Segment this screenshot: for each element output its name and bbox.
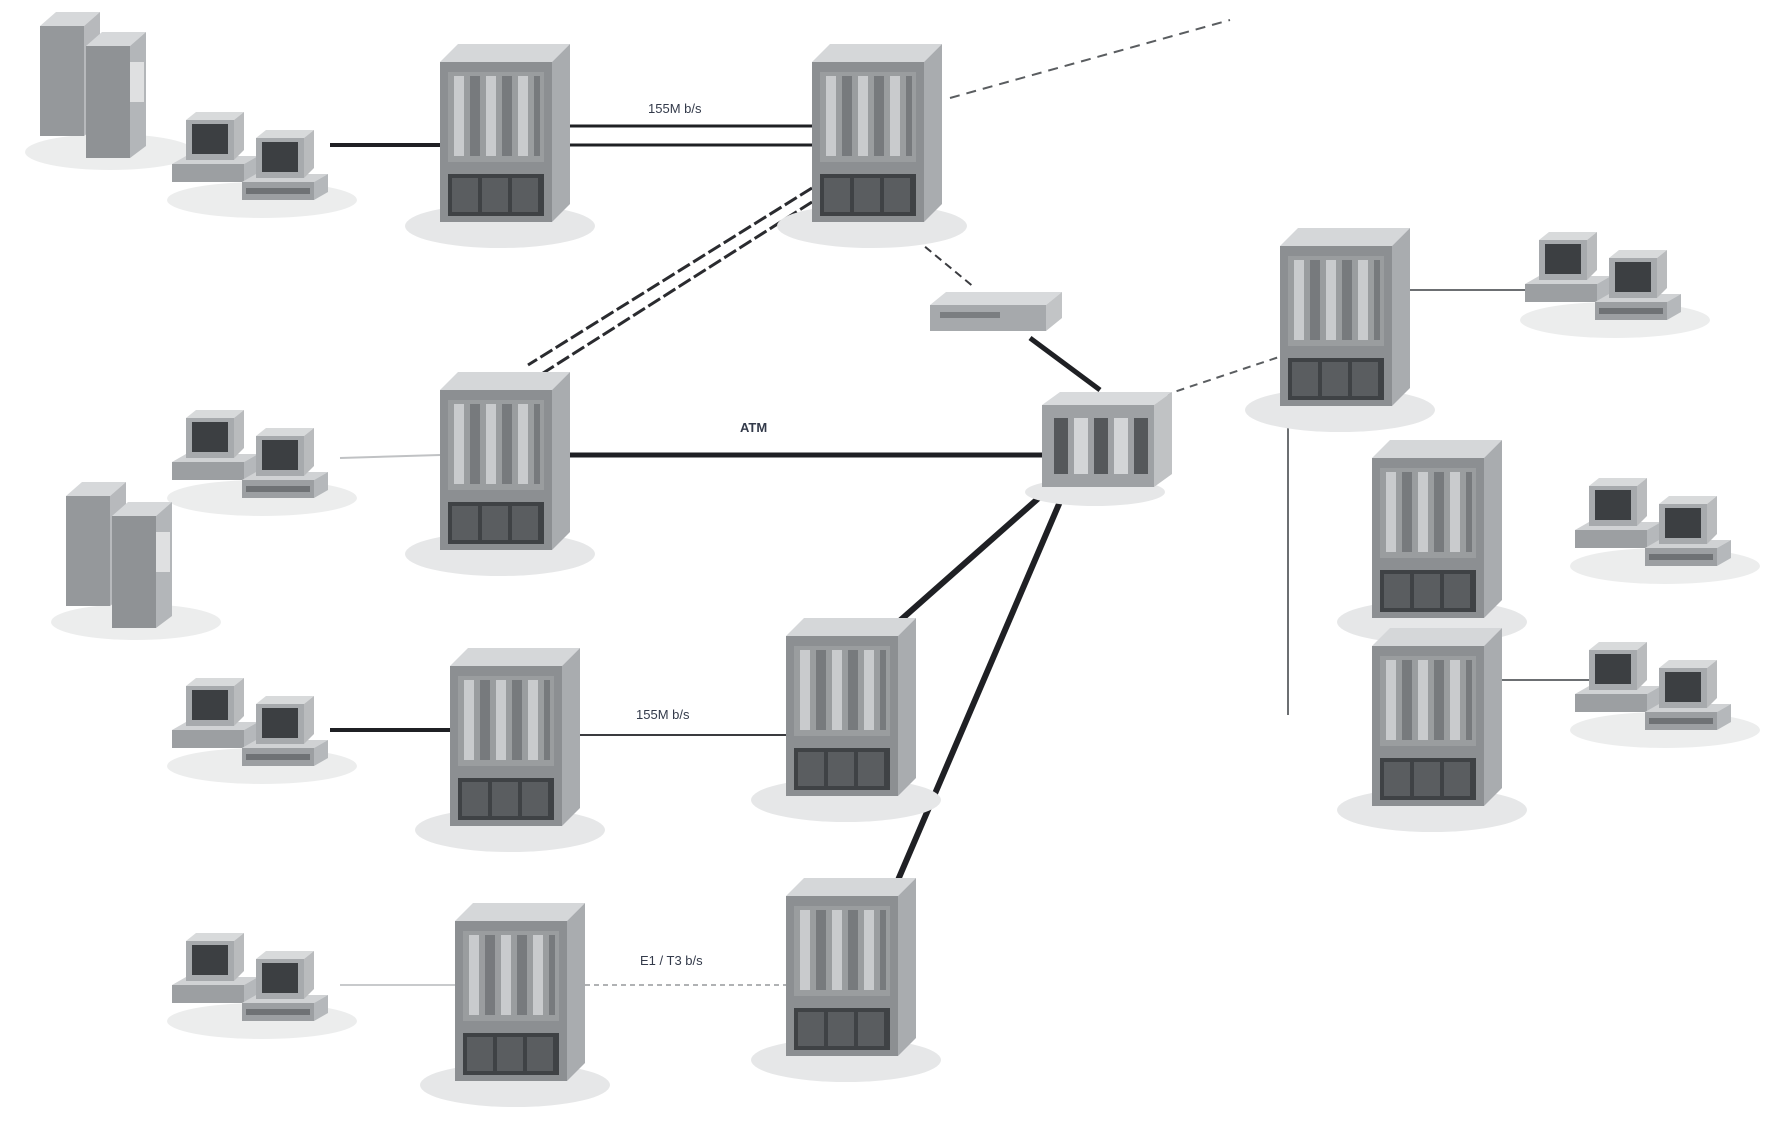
- switch-chassis: [751, 878, 941, 1082]
- link-hub-lower-b: [895, 488, 1068, 882]
- workstation-pair: [167, 933, 357, 1039]
- link-hub-lower-a: [893, 485, 1052, 628]
- switch-chassis: [1245, 228, 1435, 432]
- link-diag-a: [527, 186, 813, 367]
- switch-chassis: [415, 648, 605, 852]
- switch-chassis: [420, 903, 610, 1107]
- switch-chassis: [1337, 628, 1527, 832]
- switch-chassis: [751, 618, 941, 822]
- workstation-pair: [167, 678, 357, 784]
- workstation-pair: [1570, 642, 1760, 748]
- workstation-pair: [1570, 478, 1760, 584]
- label-atm-trunk: ATM: [740, 420, 768, 435]
- link-hub-right: [1149, 354, 1286, 401]
- workstation-pair: [167, 410, 357, 516]
- workstation-pair: [167, 112, 357, 218]
- router-box: [930, 292, 1062, 331]
- link-outbound-dashed: [949, 19, 1231, 99]
- label-bottom-row-pair: E1 / T3 b/s: [640, 953, 703, 968]
- switch-chassis: [1337, 440, 1527, 644]
- atm-hub: [1025, 392, 1172, 506]
- label-third-row-pair: 155M b/s: [636, 707, 690, 722]
- label-top-switch-pair: 155M b/s: [648, 101, 702, 116]
- link-router-hub: [1028, 335, 1102, 393]
- workstation-pair: [1520, 232, 1710, 338]
- link-pc-switch-mid: [339, 454, 441, 459]
- server-tower-pair: [25, 12, 195, 170]
- switch-chassis: [405, 372, 595, 576]
